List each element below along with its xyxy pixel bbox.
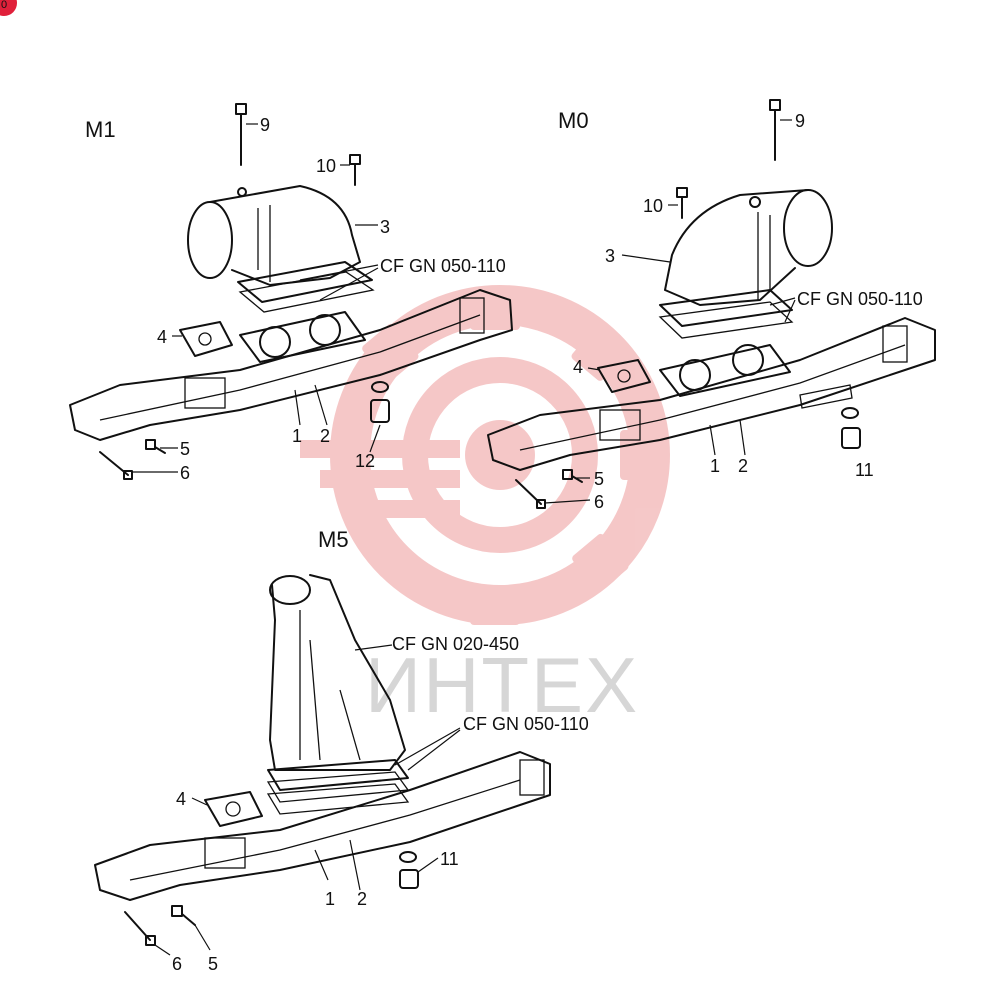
callout-5-m5: 5 xyxy=(208,954,218,974)
callout-10-m1: 10 xyxy=(316,156,336,176)
ref-code-1-m5: CF GN 020-450 xyxy=(392,634,519,654)
exhaust-manifold-m0 xyxy=(487,317,936,471)
bolt-9-m0 xyxy=(769,99,781,161)
plug-11-m0 xyxy=(841,407,861,449)
callout-6-m5: 6 xyxy=(172,954,182,974)
plug-11-m5 xyxy=(399,851,419,889)
callout-9-m0: 9 xyxy=(795,111,805,131)
corner-badge: 0 xyxy=(0,0,17,16)
callout-9-m1: 9 xyxy=(260,115,270,135)
exhaust-manifold-m5 xyxy=(94,751,551,901)
bolt-5-m1 xyxy=(145,439,166,454)
stud-6-m0 xyxy=(515,479,546,509)
callout-5-m1: 5 xyxy=(180,439,190,459)
callout-11-m0: 11 xyxy=(855,460,874,480)
callout-4-m5: 4 xyxy=(176,789,186,809)
callout-6-m0: 6 xyxy=(594,492,604,512)
callout-4-m0: 4 xyxy=(573,357,583,377)
callout-1-m1: 1 xyxy=(292,426,302,446)
gasket-4-m5 xyxy=(204,791,263,827)
corner-badge-glyph: 0 xyxy=(1,0,7,11)
gasket-4-m0 xyxy=(597,359,651,393)
callout-11-m5: 11 xyxy=(440,849,459,869)
stud-6-m5 xyxy=(124,911,156,946)
group-m0: M0 xyxy=(487,99,936,512)
callout-3-m0: 3 xyxy=(605,246,615,266)
watermark-text: ИНТЕХ xyxy=(365,641,639,729)
group-label-m1: M1 xyxy=(85,117,116,142)
callout-12-m1: 12 xyxy=(355,451,375,471)
gasket-stack-m0 xyxy=(658,289,794,339)
bolt-10-m1 xyxy=(349,154,361,186)
watermark-gear-logo xyxy=(300,285,670,625)
callout-5-m0: 5 xyxy=(594,469,604,489)
callout-4-m1: 4 xyxy=(157,327,167,347)
ref-code-2-m5: CF GN 050-110 xyxy=(463,714,589,734)
callout-3-m1: 3 xyxy=(380,217,390,237)
callout-2-m0: 2 xyxy=(738,456,748,476)
callout-10-m0: 10 xyxy=(643,196,663,216)
y-pipe-m5 xyxy=(269,574,406,771)
flange-plate-m1 xyxy=(239,311,366,363)
stud-6-m1 xyxy=(99,451,133,480)
ref-code-m1: CF GN 050-110 xyxy=(380,256,506,276)
group-label-m0: M0 xyxy=(558,108,589,133)
bolt-10-m0 xyxy=(676,187,688,219)
gasket-4-m1 xyxy=(179,321,233,357)
plug-12-m1 xyxy=(370,381,390,423)
callout-6-m1: 6 xyxy=(180,463,190,483)
elbow-pipe-3-m0 xyxy=(664,189,833,306)
callout-1-m5: 1 xyxy=(325,889,335,909)
exhaust-manifold-m1 xyxy=(69,289,513,441)
bolt-5-m5 xyxy=(171,905,196,926)
group-label-m5: M5 xyxy=(318,527,349,552)
gasket-stack-m1 xyxy=(237,261,375,313)
bolt-9-m1 xyxy=(235,103,247,166)
callout-2-m5: 2 xyxy=(357,889,367,909)
ref-code-m0: CF GN 050-110 xyxy=(797,289,923,309)
elbow-pipe-3-m1 xyxy=(187,185,361,286)
gasket-stack-m5 xyxy=(266,759,410,815)
group-m5: M5 xyxy=(94,527,589,974)
bolt-5-m0 xyxy=(562,469,583,483)
callout-1-m0: 1 xyxy=(710,456,720,476)
flange-plate-m0 xyxy=(659,344,791,397)
group-m1: M1 xyxy=(69,103,513,483)
callout-2-m1: 2 xyxy=(320,426,330,446)
